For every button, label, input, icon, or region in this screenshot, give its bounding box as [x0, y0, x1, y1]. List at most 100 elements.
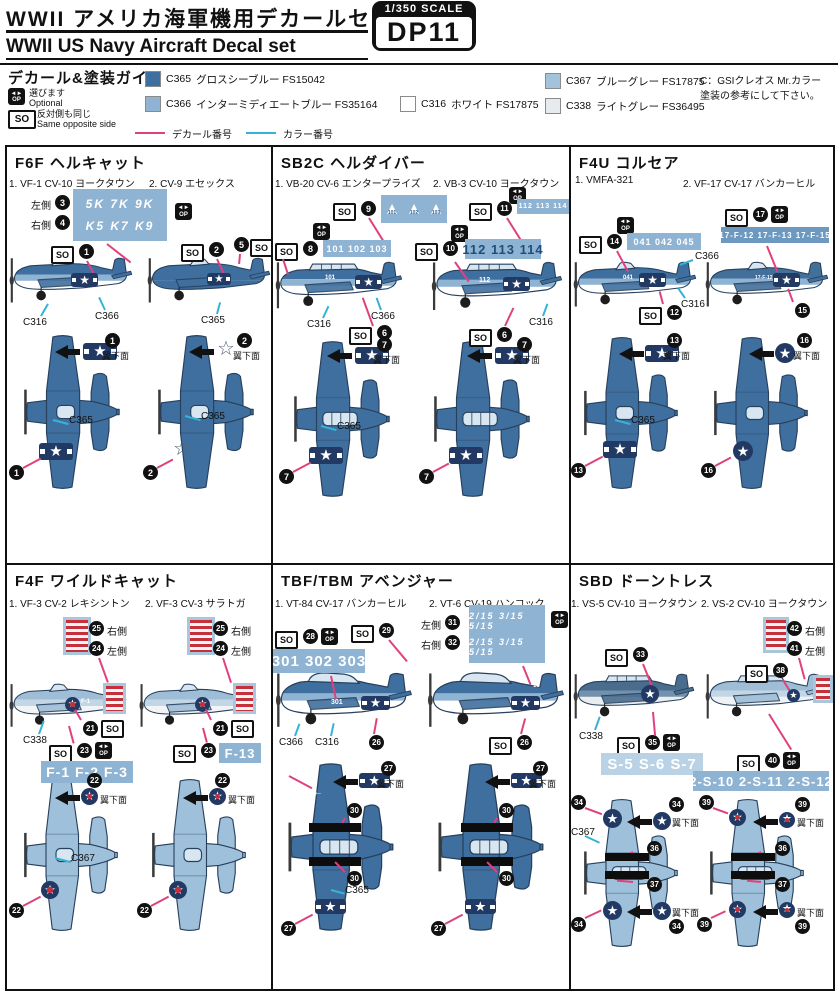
- walkway-band: [731, 853, 775, 861]
- title-underline: [6, 30, 368, 33]
- callout-number-badge: 23: [77, 743, 92, 758]
- aircraft-marking: F-1: [81, 699, 90, 705]
- walkway-band: [605, 853, 649, 861]
- section-title: SBD ドーントレス: [579, 573, 715, 590]
- walkway-band: [461, 823, 513, 832]
- callout-number-badge: 28: [303, 629, 318, 644]
- star-insignia-icon: ★: [729, 809, 746, 826]
- left-arrow-icon: [55, 791, 81, 805]
- text-label: C365: [631, 415, 655, 426]
- rudder-stripes-decal: [763, 617, 789, 653]
- left-arrow-icon: [467, 349, 493, 363]
- aircraft-graphic: [571, 259, 699, 313]
- callout-number-badge: 29: [379, 623, 394, 638]
- same-opposite-badge: SO: [579, 236, 603, 254]
- callout-number-badge: 39: [795, 797, 810, 812]
- text-label: 右側: [805, 627, 825, 638]
- callout-number-badge: 27: [431, 921, 446, 936]
- star-insignia-icon: ★: [315, 899, 346, 915]
- text-label: 右側: [231, 627, 251, 638]
- product-badge: 1/350 SCALE DP11: [372, 1, 476, 51]
- leader-line: [388, 639, 408, 663]
- walkway-band: [309, 823, 361, 832]
- callout-number-badge: 27: [381, 761, 396, 776]
- text-label: 翼下面: [228, 795, 256, 805]
- decal-number-line: [135, 132, 165, 134]
- aircraft-marking: 17-F-12: [755, 275, 773, 281]
- left-arrow-icon: [753, 905, 779, 919]
- star-insignia-icon: ★: [603, 901, 622, 920]
- left-arrow-icon: [619, 347, 645, 361]
- aircraft-marking: 15: [533, 683, 540, 689]
- callout-number-badge: 21: [213, 721, 228, 736]
- star-insignia-icon: ★: [603, 441, 637, 458]
- callout-number-badge: 7: [419, 469, 434, 484]
- star-insignia-icon: ☆: [173, 438, 191, 460]
- optional-badge: ◄►OP: [663, 734, 680, 751]
- callout-number-badge: 22: [137, 903, 152, 918]
- optional-badge: ◄►OP: [551, 611, 568, 628]
- callout-number-badge: 2: [209, 242, 224, 257]
- color-chip-c366: [145, 96, 161, 112]
- callout-number-badge: 16: [797, 333, 812, 348]
- leader-line: [222, 657, 232, 684]
- text-label: 左側: [805, 647, 825, 658]
- decal-strip: 2-S-10 2-S-11 2-S-12: [689, 771, 832, 791]
- rudder-stripes-decal: [103, 683, 126, 714]
- left-arrow-icon: [749, 347, 775, 361]
- callout-number-badge: 42: [787, 621, 802, 636]
- callout-number-badge: 37: [775, 877, 790, 892]
- star-insignia-icon: ★: [81, 788, 98, 805]
- optional-badge: ◄►OP: [95, 742, 112, 759]
- text-label: C367: [571, 827, 595, 838]
- callout-number-badge: 13: [571, 463, 586, 478]
- page-title-english: WWII US Navy Aircraft Decal set: [6, 36, 296, 57]
- star-insignia-icon: ★: [207, 273, 231, 285]
- callout-number-badge: 22: [87, 773, 102, 788]
- star-insignia-icon: ★: [355, 275, 383, 289]
- callout-number-badge: 15: [795, 303, 810, 318]
- same-opposite-badge: SO: [275, 243, 299, 261]
- text-label: 翼下面: [513, 355, 541, 365]
- text-label: C365: [337, 421, 361, 432]
- text-label: 翼下面: [797, 818, 825, 828]
- same-opposite-badge: SO: [605, 649, 629, 667]
- text-label: C367: [71, 853, 95, 864]
- aircraft-graphic: [273, 671, 415, 733]
- title-underline-en: [6, 58, 368, 60]
- callout-number-badge: 40: [765, 753, 780, 768]
- optional-badge: ◄►OP: [783, 752, 800, 769]
- same-opposite-badge: SO: [469, 203, 493, 221]
- callout-number-badge: 17: [753, 207, 768, 222]
- text-label: 右側: [107, 627, 127, 638]
- text-label: C365: [201, 315, 225, 326]
- left-arrow-icon: [485, 775, 511, 789]
- decal-strip: F-1 F-2 F-3: [41, 761, 133, 783]
- star-insignia-icon: ★: [773, 273, 801, 287]
- left-arrow-icon: [753, 815, 779, 829]
- callout-number-badge: 34: [571, 917, 586, 932]
- callout-number-badge: 26: [369, 735, 384, 750]
- text-label: 右側: [421, 641, 441, 652]
- optional-badge: ◄►OP: [175, 203, 192, 220]
- callout-number-badge: 4: [55, 215, 70, 230]
- section-title: F6F ヘルキャット: [15, 155, 146, 172]
- callout-number-badge: 31: [445, 615, 460, 630]
- callout-number-badge: 27: [533, 761, 548, 776]
- star-insignia-icon: ★: [779, 902, 795, 918]
- aircraft-graphic: [703, 259, 831, 313]
- text-label: 2. VF-17 CV-17 バンカーヒル: [683, 179, 816, 190]
- header-divider: [0, 63, 838, 65]
- star-insignia-icon: ☆: [217, 338, 235, 360]
- callout-number-badge: 8: [303, 241, 318, 256]
- callout-number-badge: 38: [773, 663, 788, 678]
- decal-number-label: デカール番号: [172, 130, 232, 141]
- text-label: 1. VMFA-321: [575, 175, 634, 186]
- text-label: C365: [345, 885, 369, 896]
- same-opposite-badge: SO: [101, 720, 125, 738]
